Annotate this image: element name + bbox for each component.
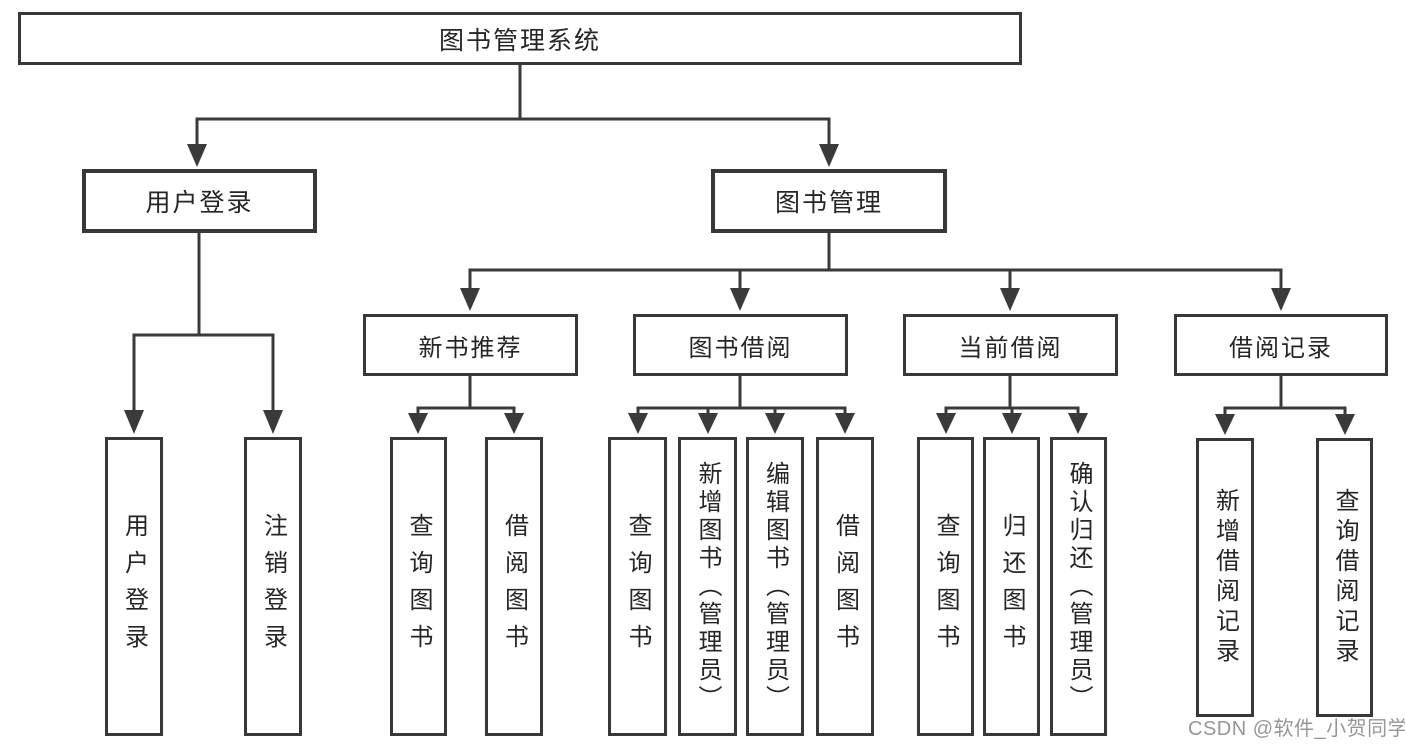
- node-query-books-recommend: 查询图书: [390, 437, 447, 736]
- node-label: 注销登录: [259, 512, 287, 661]
- node-book-management-module: 图书管理: [711, 169, 947, 233]
- node-label: 查询图书: [624, 512, 651, 661]
- node-label: 新增借阅记录: [1211, 487, 1239, 668]
- arrow-down-icon: [263, 410, 283, 434]
- node-label: 归还图书: [998, 512, 1025, 661]
- connector-book-borrow-to-children: [628, 376, 855, 434]
- connector-book-mgmt-to-level3: [460, 232, 1291, 311]
- arrow-down-icon: [628, 413, 648, 434]
- arrow-down-icon: [1215, 414, 1235, 435]
- node-label: 确认归还（管理员）: [1065, 460, 1092, 713]
- arrow-down-icon: [1068, 413, 1088, 434]
- node-add-books-admin: 新增图书（管理员）: [678, 437, 737, 736]
- node-label: 查询图书: [932, 512, 959, 661]
- arrow-down-icon: [936, 413, 956, 434]
- arrow-down-icon: [698, 413, 718, 434]
- arrow-down-icon: [408, 413, 428, 434]
- node-label: 用户登录: [120, 512, 148, 661]
- node-query-books-current: 查询图书: [917, 437, 974, 736]
- node-user-login-module: 用户登录: [82, 169, 317, 233]
- arrow-down-icon: [1335, 414, 1355, 435]
- node-label: 借阅图书: [500, 512, 528, 661]
- connector-user-login-to-children: [124, 232, 283, 434]
- node-new-book-recommend: 新书推荐: [363, 314, 578, 376]
- node-label: 查询图书: [405, 512, 432, 661]
- node-borrowing-records: 借阅记录: [1174, 314, 1388, 376]
- connector-current-borrow-to-children: [936, 376, 1088, 434]
- node-query-books-borrow: 查询图书: [608, 437, 667, 736]
- node-user-login: 用户登录: [105, 437, 163, 736]
- node-label: 编辑图书（管理员）: [761, 460, 789, 713]
- connector-new-book-rec-to-children: [408, 376, 524, 434]
- node-library-management-system: 图书管理系统: [18, 12, 1022, 65]
- node-logout-login: 注销登录: [244, 437, 302, 736]
- node-add-borrow-record: 新增借阅记录: [1196, 438, 1254, 717]
- arrow-down-icon: [730, 288, 750, 311]
- node-edit-books-admin: 编辑图书（管理员）: [746, 437, 804, 736]
- node-borrow-books-recommend: 借阅图书: [485, 437, 543, 736]
- arrow-down-icon: [1000, 288, 1020, 311]
- node-label: 查询借阅记录: [1331, 487, 1358, 668]
- connector-root-to-level2: [187, 65, 839, 167]
- arrow-down-icon: [504, 413, 524, 434]
- node-label: 新增图书（管理员）: [694, 460, 721, 713]
- arrow-down-icon: [819, 144, 839, 167]
- arrow-down-icon: [460, 288, 480, 311]
- node-return-books: 归还图书: [983, 437, 1040, 736]
- arrow-down-icon: [765, 413, 785, 434]
- arrow-down-icon: [1002, 413, 1022, 434]
- node-label: 借阅图书: [831, 512, 859, 661]
- node-confirm-return-admin: 确认归还（管理员）: [1050, 437, 1107, 736]
- node-query-borrow-record: 查询借阅记录: [1316, 438, 1373, 717]
- connector-borrow-record-to-children: [1215, 376, 1355, 435]
- arrow-down-icon: [1271, 288, 1291, 311]
- arrow-down-icon: [124, 410, 144, 434]
- node-borrow-books-borrow: 借阅图书: [816, 437, 874, 736]
- arrow-down-icon: [835, 413, 855, 434]
- node-current-borrowing: 当前借阅: [903, 314, 1118, 376]
- node-book-borrowing: 图书借阅: [633, 314, 848, 376]
- csdn-watermark: CSDN @软件_小贺同学: [1188, 718, 1405, 740]
- arrow-down-icon: [187, 144, 207, 167]
